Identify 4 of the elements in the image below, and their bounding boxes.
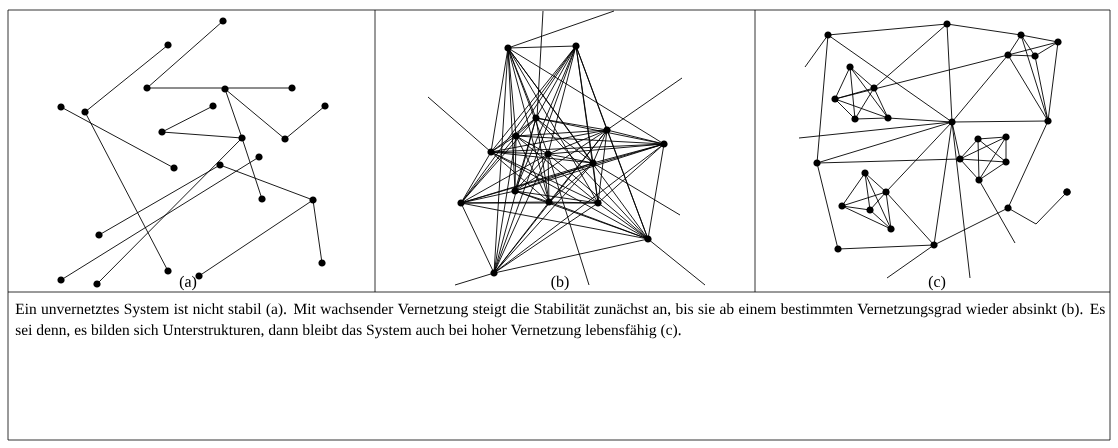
panel-label: (b): [551, 275, 569, 291]
caption: Ein unvernetztes System ist nicht stabil (a). Mit wachsender Vernetzung steigt die Stabilität zunächst an, bis sie ab einem bestimmten Vernetzungsgrad wieder absinkt (b). Es sei denn, es bilden sich Unterstrukturen, dann bleibt das System auch bei hoher Vernetzung lebensfähig (c).: [15, 303, 1105, 339]
panel-label: (a): [179, 275, 197, 291]
panel-label: (c): [928, 275, 946, 291]
